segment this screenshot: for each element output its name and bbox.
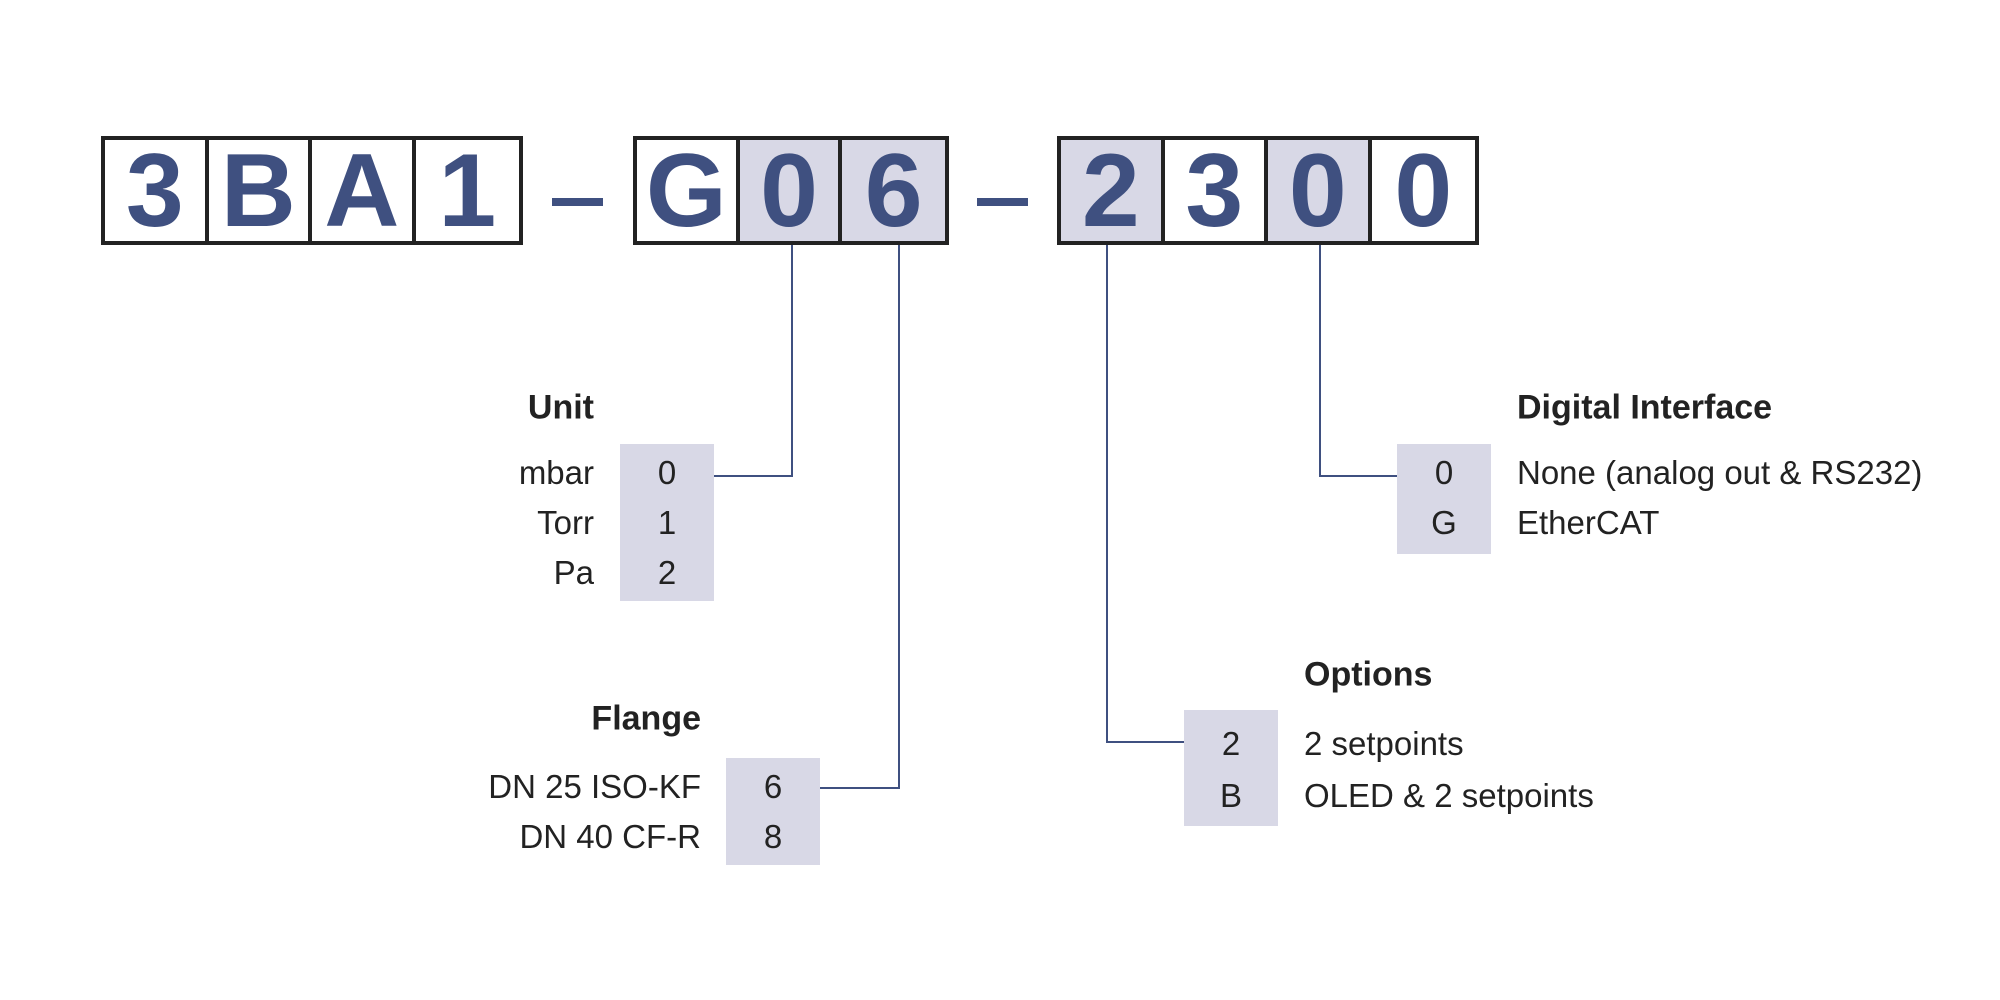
options-code-box [1184, 710, 1278, 826]
connector-flange [820, 787, 900, 789]
connector-digital [1319, 245, 1321, 477]
code-cell: 1 [438, 132, 497, 249]
flange-code: 8 [763, 818, 783, 855]
options-code: 2 [1221, 725, 1241, 762]
dash-separator [552, 198, 603, 206]
options-title: Options [1304, 655, 1433, 694]
flange-title: Flange [591, 699, 701, 738]
connector-unit [791, 245, 793, 477]
flange-label: DN 25 ISO-KF [488, 768, 701, 805]
digital-code: 0 [1434, 454, 1454, 491]
unit-code: 1 [657, 504, 677, 541]
code-cell: G [637, 139, 740, 243]
unit-label: Pa [553, 554, 594, 591]
code-group-2: G 0 6 [633, 136, 949, 245]
unit-label: mbar [518, 454, 594, 491]
connector-digital [1319, 475, 1397, 477]
unit-code: 2 [657, 554, 677, 591]
options-label: OLED & 2 setpoints [1304, 777, 1594, 814]
code-cell: 0 [1394, 132, 1453, 249]
code-group-1: 3 B A 1 [101, 136, 523, 245]
options-label: 2 setpoints [1304, 725, 1464, 762]
dash-separator [977, 198, 1028, 206]
code-cell-unit: 0 [739, 139, 843, 243]
flange-code-box [726, 758, 820, 865]
code-cell: B [209, 139, 313, 243]
code-group-3: 2 3 0 0 [1057, 136, 1479, 245]
connector-unit [714, 475, 793, 477]
connector-options [1106, 245, 1108, 743]
unit-title: Unit [527, 388, 594, 427]
unit-code: 0 [657, 454, 677, 491]
digital-label: None (analog out & RS232) [1517, 454, 1923, 491]
digital-code-box [1397, 444, 1491, 554]
digital-label: EtherCAT [1517, 504, 1660, 541]
connector-flange [898, 245, 900, 789]
code-cell: 3 [105, 139, 209, 243]
flange-label: DN 40 CF-R [519, 818, 701, 855]
options-code: B [1219, 777, 1242, 814]
unit-label: Torr [537, 504, 594, 541]
digital-title: Digital Interface [1517, 388, 1773, 427]
code-cell: 3 [1165, 139, 1269, 243]
unit-code-box [620, 444, 714, 601]
code-cell-flange: 6 [842, 139, 946, 243]
code-cell-options: 2 [1061, 139, 1165, 243]
connector-options [1106, 741, 1184, 743]
digital-code: G [1431, 504, 1457, 541]
code-cell: A [312, 139, 416, 243]
flange-code: 6 [763, 768, 783, 805]
code-cell-digital: 0 [1268, 139, 1372, 243]
